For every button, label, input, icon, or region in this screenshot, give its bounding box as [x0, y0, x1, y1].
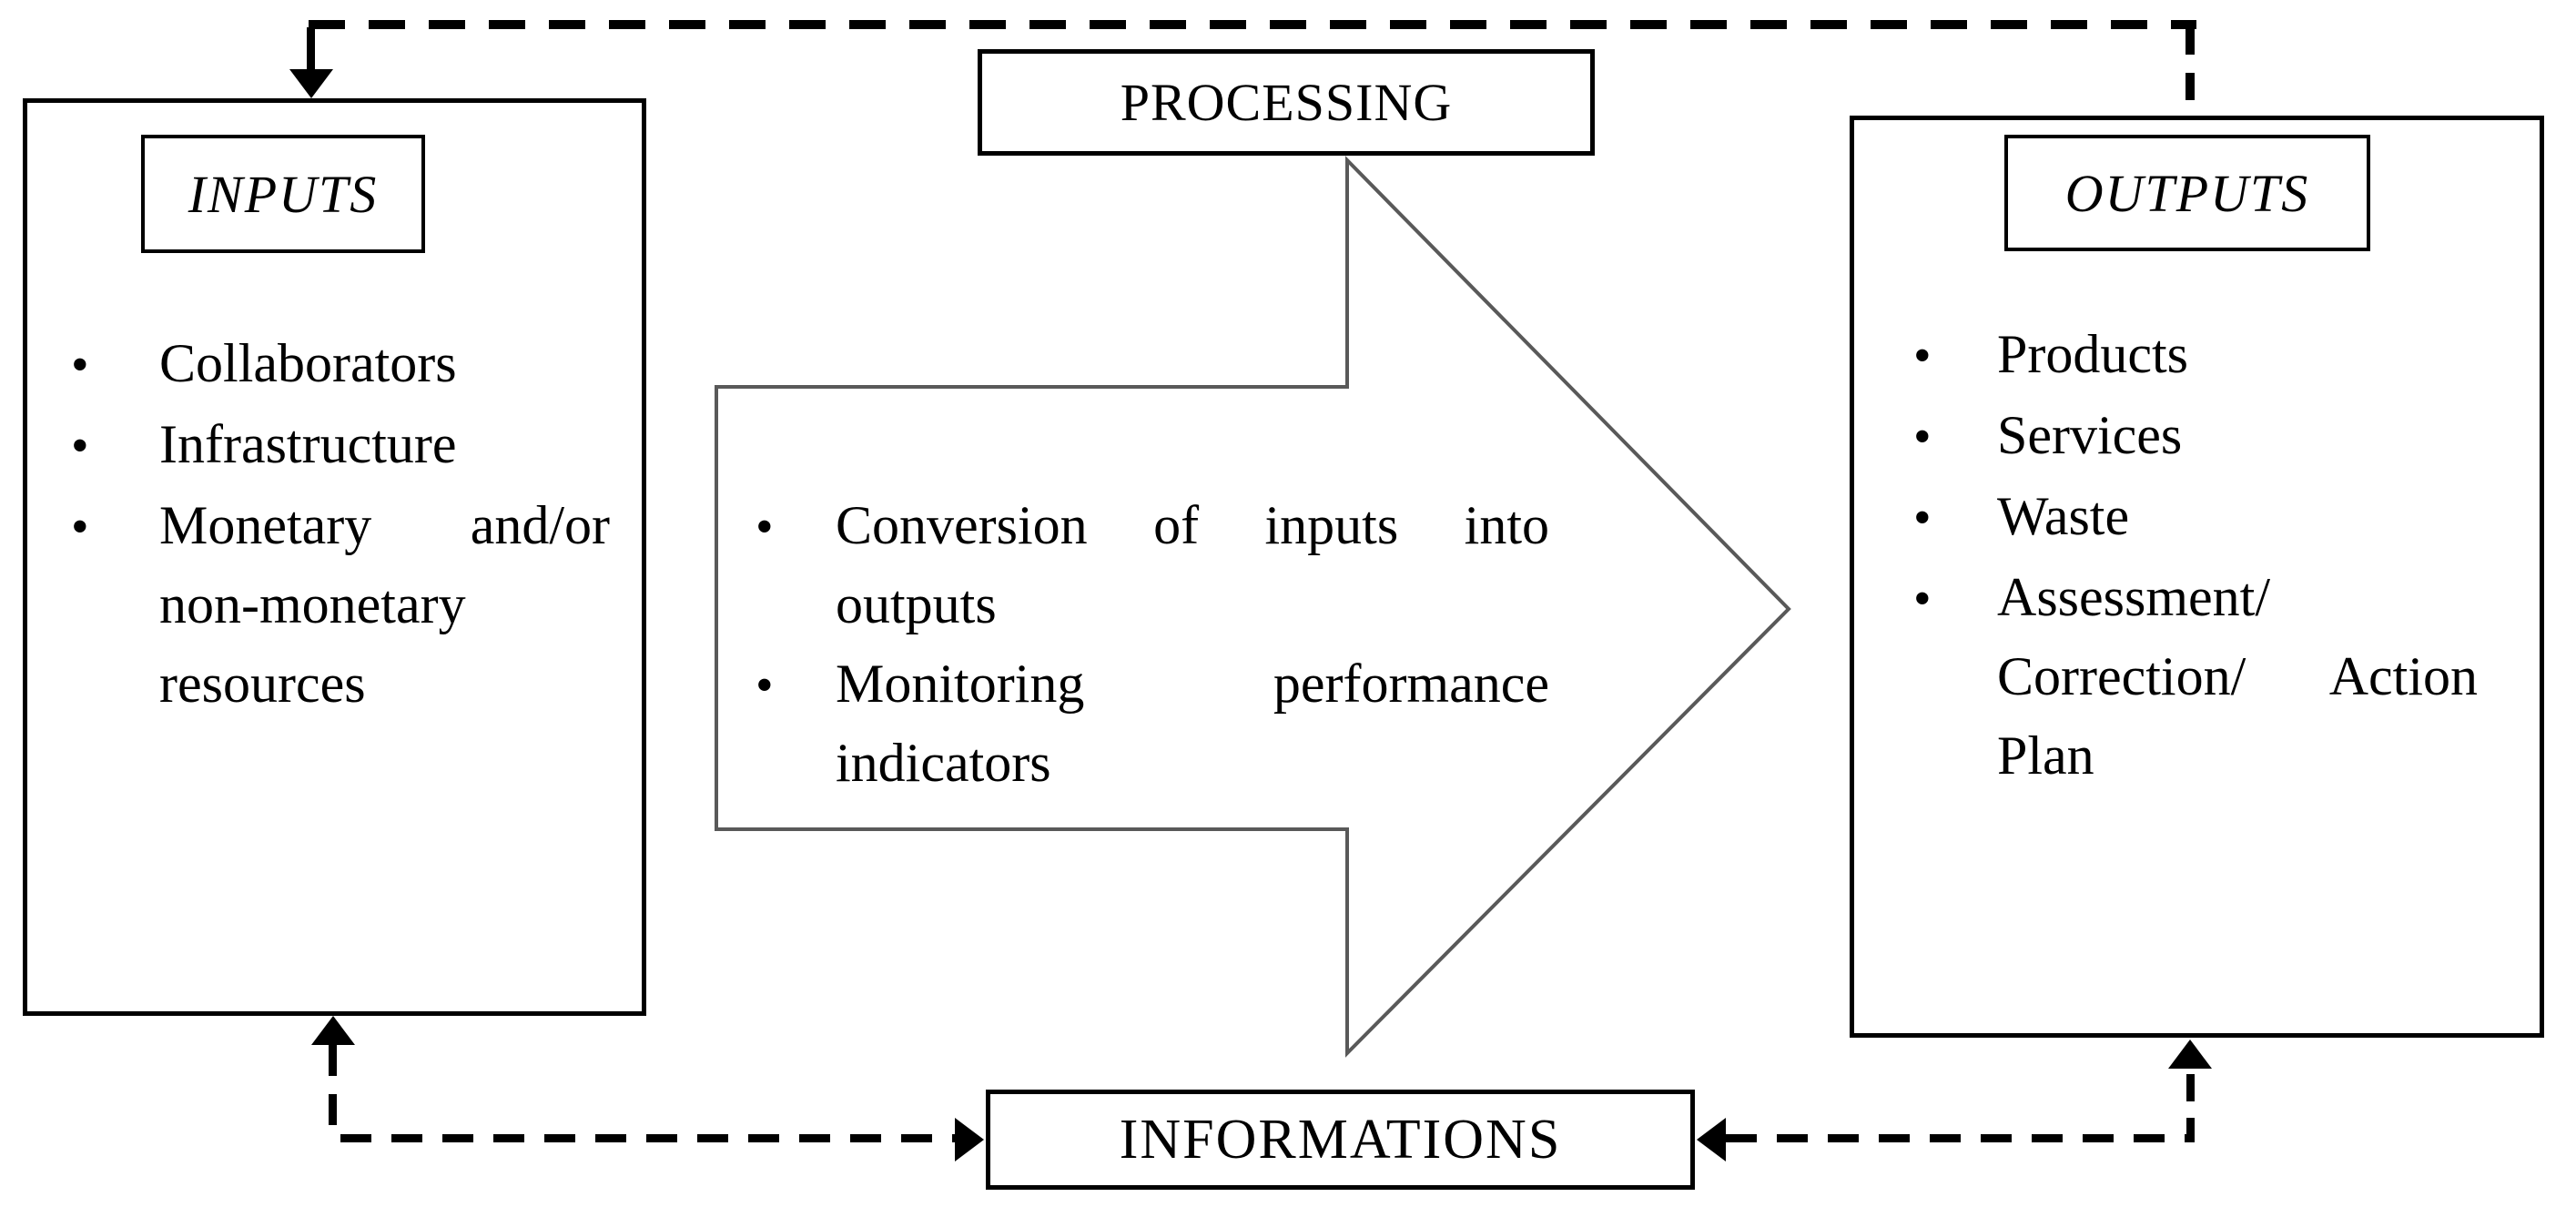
processing-list: Conversion of inputs into outputs Monito…	[756, 486, 1549, 803]
list-item-label: Monitoring performance indicators	[836, 654, 1549, 793]
list-item: Infrastructure	[71, 405, 610, 486]
bottom-left-dashed-line	[340, 1134, 955, 1142]
list-item: Services	[1913, 396, 2478, 477]
bullet-icon	[756, 486, 836, 567]
list-item: Waste	[1913, 477, 2478, 558]
bullet-icon	[71, 324, 159, 405]
inputs-label-box: INPUTS	[141, 135, 425, 253]
bottom-left-dashed-connector	[329, 1045, 337, 1138]
list-item-label: Infrastructure	[159, 414, 457, 474]
list-item: Monitoring performance indicators	[756, 644, 1549, 803]
top-right-dashed-connector	[2186, 27, 2195, 116]
bullet-icon	[1913, 558, 1997, 639]
informations-title: INFORMATIONS	[1119, 1108, 1562, 1171]
outputs-list: Products Services Waste Assessment/ Corr…	[1913, 315, 2478, 796]
bullet-icon	[71, 486, 159, 567]
inputs-title: INPUTS	[188, 164, 379, 224]
list-item-label: Products	[1997, 324, 2188, 384]
bullet-icon	[1913, 477, 1997, 558]
bullet-icon	[1913, 315, 1997, 396]
outputs-label-box: OUTPUTS	[2004, 135, 2370, 251]
list-item-label: Conversion of inputs into outputs	[836, 495, 1549, 634]
processing-box: PROCESSING	[978, 49, 1595, 156]
arrow-up-icon	[311, 1016, 355, 1045]
arrow-up-icon	[2168, 1040, 2212, 1069]
informations-box: INFORMATIONS	[986, 1090, 1695, 1190]
list-item-label: Assessment/ Correction/ Action Plan	[1997, 567, 2478, 786]
list-item: Monetary and/or non-monetary resources	[71, 486, 610, 724]
arrow-right-icon	[955, 1118, 984, 1161]
bullet-icon	[71, 405, 159, 486]
bottom-right-dashed-line	[1726, 1134, 2195, 1142]
arrow-left-icon	[1697, 1118, 1726, 1161]
list-item: Products	[1913, 315, 2478, 396]
bottom-right-dashed-connector	[2186, 1074, 2195, 1138]
list-item-label: Collaborators	[159, 333, 457, 393]
arrow-down-icon	[289, 69, 333, 98]
list-item: Assessment/ Correction/ Action Plan	[1913, 558, 2478, 796]
bullet-icon	[1913, 396, 1997, 477]
list-item: Conversion of inputs into outputs	[756, 486, 1549, 644]
list-item-label: Monetary and/or non-monetary resources	[159, 495, 610, 714]
list-item-label: Services	[1997, 405, 2183, 465]
list-item-label: Waste	[1997, 486, 2130, 546]
top-feedback-dashed-line	[309, 20, 2196, 29]
top-left-arrow-shaft	[307, 27, 315, 69]
inputs-list: Collaborators Infrastructure Monetary an…	[71, 324, 610, 724]
processing-title: PROCESSING	[1120, 73, 1453, 132]
bullet-icon	[756, 644, 836, 725]
list-item: Collaborators	[71, 324, 610, 405]
process-arrow-outline	[715, 156, 1791, 1058]
outputs-title: OUTPUTS	[2064, 163, 2310, 223]
